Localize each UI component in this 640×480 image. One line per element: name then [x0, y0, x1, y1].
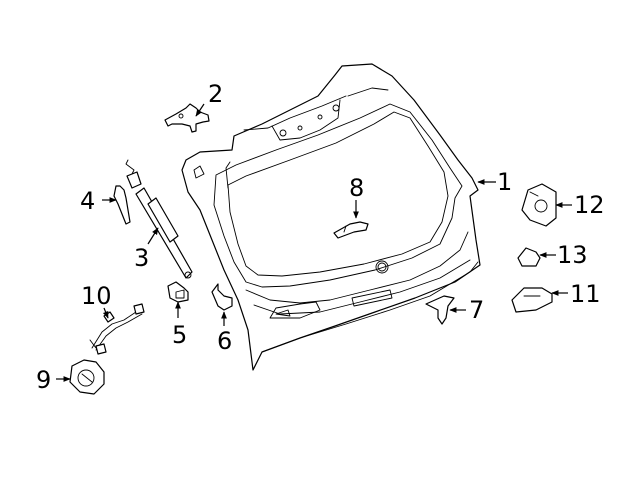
leader-3 [147, 227, 159, 245]
leader-2 [195, 103, 205, 117]
callout-7: 7 [469, 296, 484, 324]
callout-5: 5 [172, 321, 187, 349]
strut-part [125, 159, 193, 279]
callout-13: 13 [557, 241, 588, 269]
clip-part-7 [425, 295, 455, 325]
clip-part-13 [517, 247, 541, 267]
callout-3: 3 [134, 244, 149, 272]
hinge-part [164, 103, 210, 133]
callout-8: 8 [349, 174, 364, 202]
callout-10: 10 [81, 282, 112, 310]
bumper-part [167, 281, 189, 303]
bracket-part [211, 283, 233, 311]
callout-9: 9 [36, 366, 51, 394]
callout-4: 4 [80, 187, 95, 215]
sensor-part-11 [511, 287, 553, 313]
leader-10 [102, 307, 109, 319]
harness-part [89, 303, 145, 355]
liftgate-part [181, 63, 481, 371]
camera-part [521, 183, 557, 227]
callout-6: 6 [217, 327, 232, 355]
callout-2: 2 [208, 80, 223, 108]
callout-12: 12 [574, 191, 605, 219]
callout-1: 1 [497, 168, 512, 196]
callout-11: 11 [570, 280, 601, 308]
switch-part [333, 221, 369, 239]
ring-part [69, 359, 105, 395]
clip-part [113, 185, 131, 225]
